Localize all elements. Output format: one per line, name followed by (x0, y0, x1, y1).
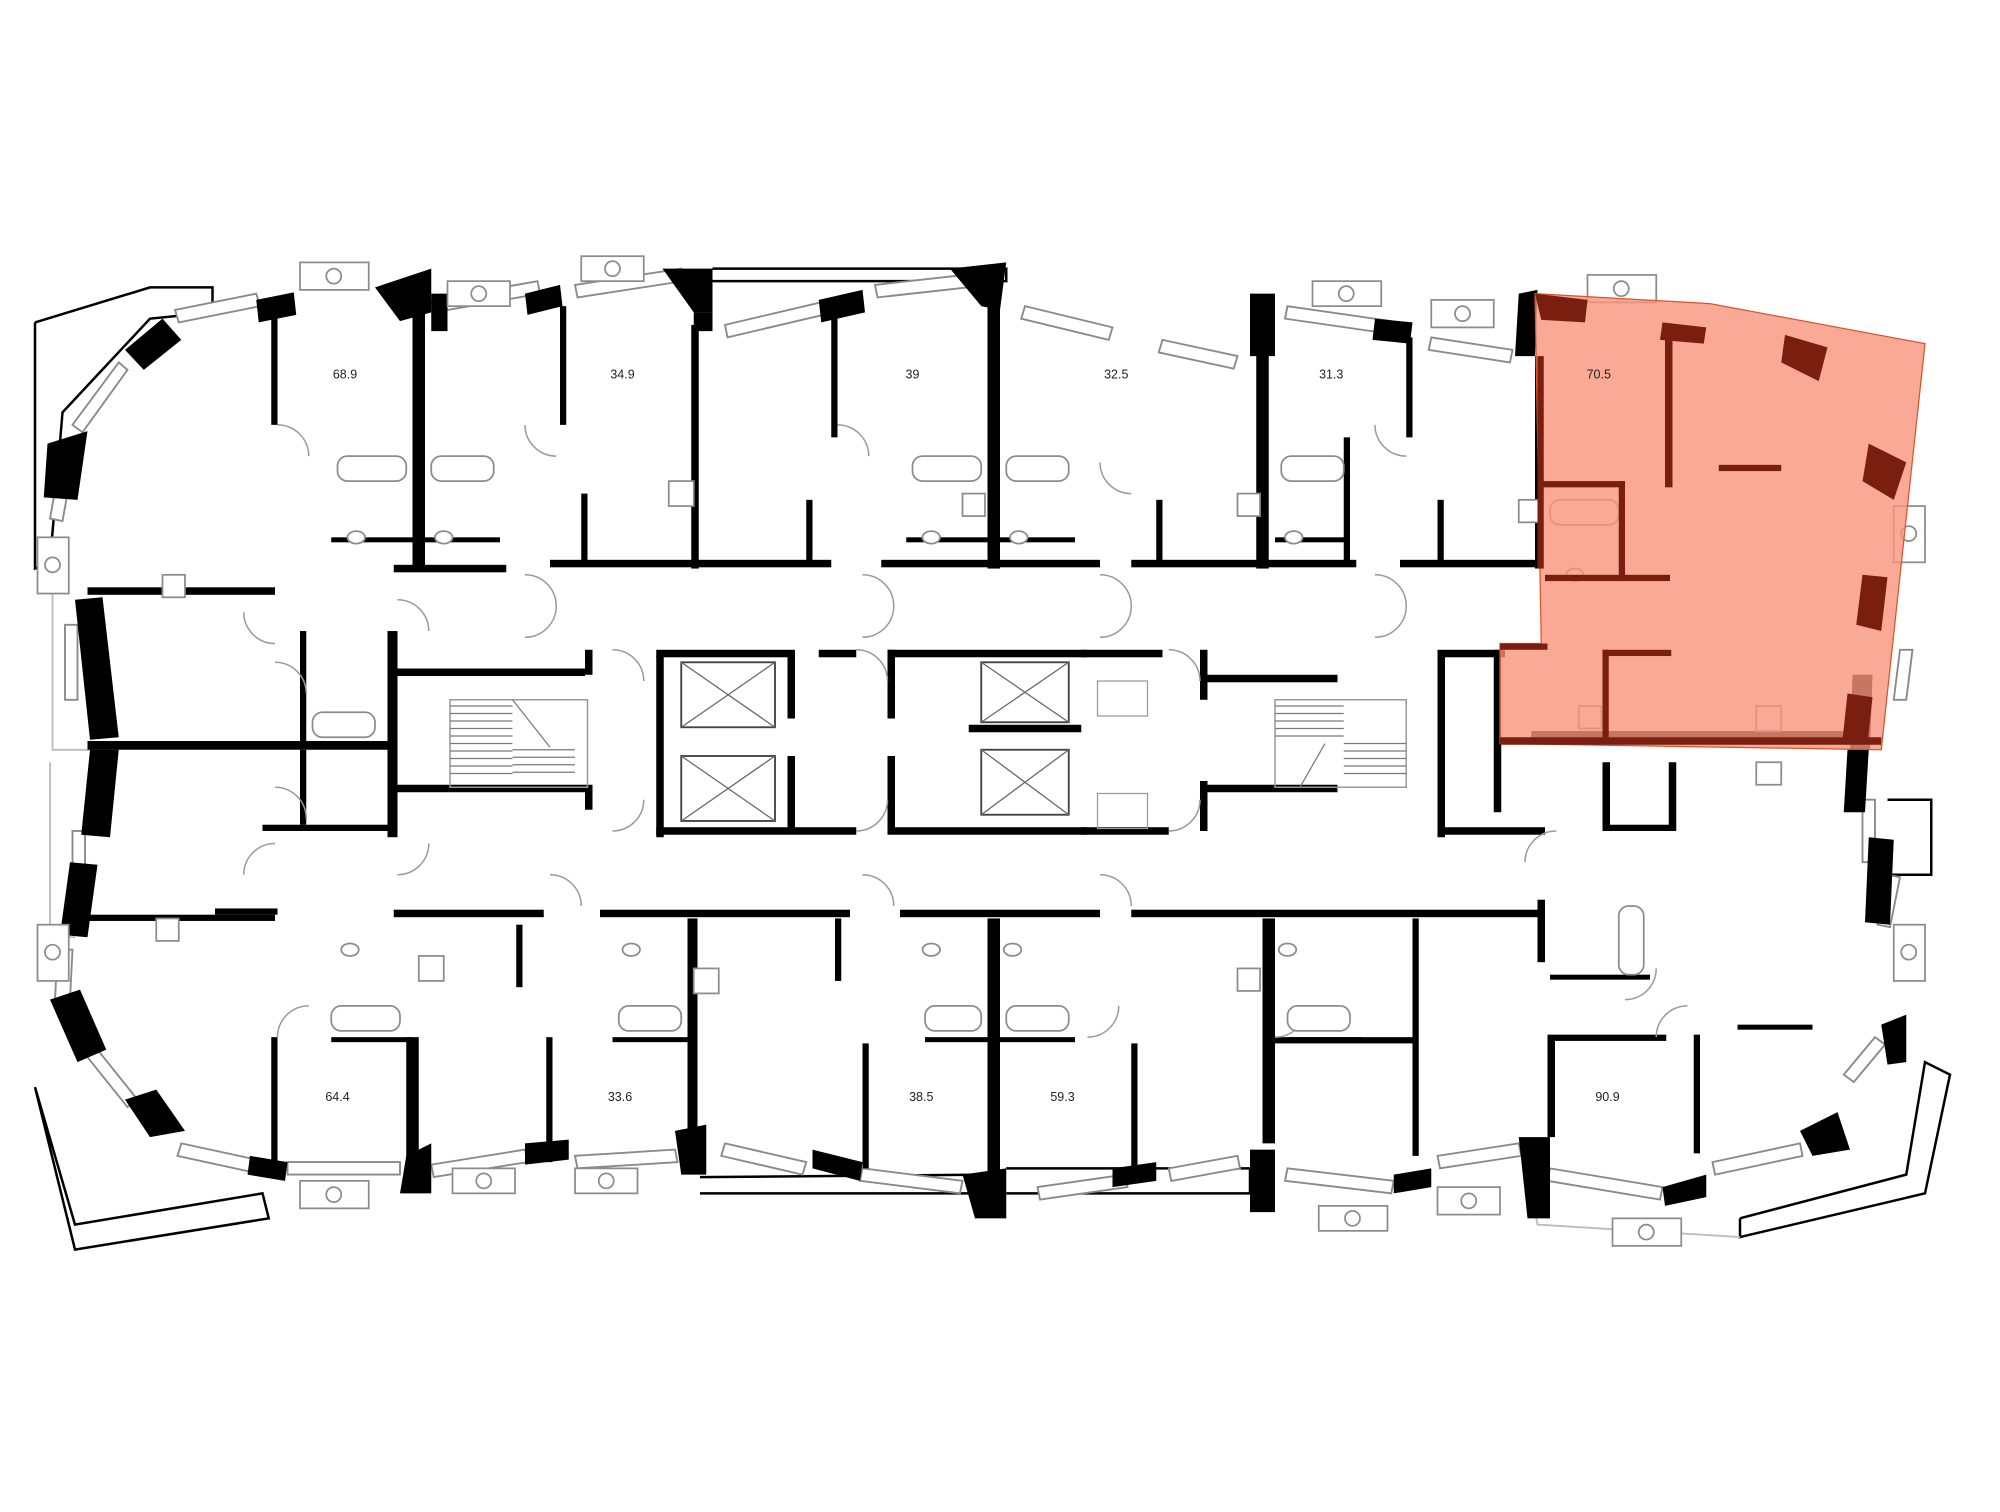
apartment-area-label: 59.3 (1050, 1090, 1074, 1104)
apartment-highlight[interactable] (1499, 292, 1926, 751)
apartment-area-label: 34.9 (610, 368, 634, 382)
apartment-68-9[interactable] (278, 312, 413, 562)
staircase-left (449, 699, 589, 788)
apartment-38-5[interactable] (869, 1043, 988, 1168)
elevator-shafts (680, 661, 1149, 830)
apartment-area-label: 38.5 (909, 1090, 933, 1104)
apartment-64-4[interactable] (278, 1043, 407, 1168)
apartment-area-label: 33.6 (608, 1090, 632, 1104)
apartment-hit-areas[interactable] (278, 300, 1913, 1168)
apartment-33-6[interactable] (553, 1043, 688, 1162)
apartment-area-label: 31.3 (1319, 368, 1343, 382)
ac-units (36, 255, 1926, 1247)
apartment-34-9[interactable] (566, 306, 691, 556)
apartment-area-label: 39 (906, 368, 920, 382)
apartment-32-5[interactable] (1000, 306, 1256, 556)
apartment-area-label: 32.5 (1104, 368, 1128, 382)
door-swings (243, 424, 1688, 1038)
apartment-labels: 68.9 34.9 39 32.5 31.3 70.5 64.4 33.6 38… (325, 368, 1619, 1104)
staircase-right (1274, 699, 1407, 788)
apartment-area-label: 64.4 (325, 1090, 349, 1104)
apartment-area-label: 90.9 (1595, 1090, 1619, 1104)
apartment-90-9[interactable] (1555, 1043, 1693, 1143)
apartment-70-5[interactable] (1538, 300, 1913, 737)
apartment-31-3[interactable] (1269, 312, 1407, 556)
interior-walls (87, 299, 1857, 1175)
apartment-59-3[interactable] (1000, 1043, 1131, 1168)
apartment-area-label: 70.5 (1587, 368, 1611, 382)
apartment-39[interactable] (838, 306, 988, 556)
apartment-area-label: 68.9 (333, 368, 357, 382)
